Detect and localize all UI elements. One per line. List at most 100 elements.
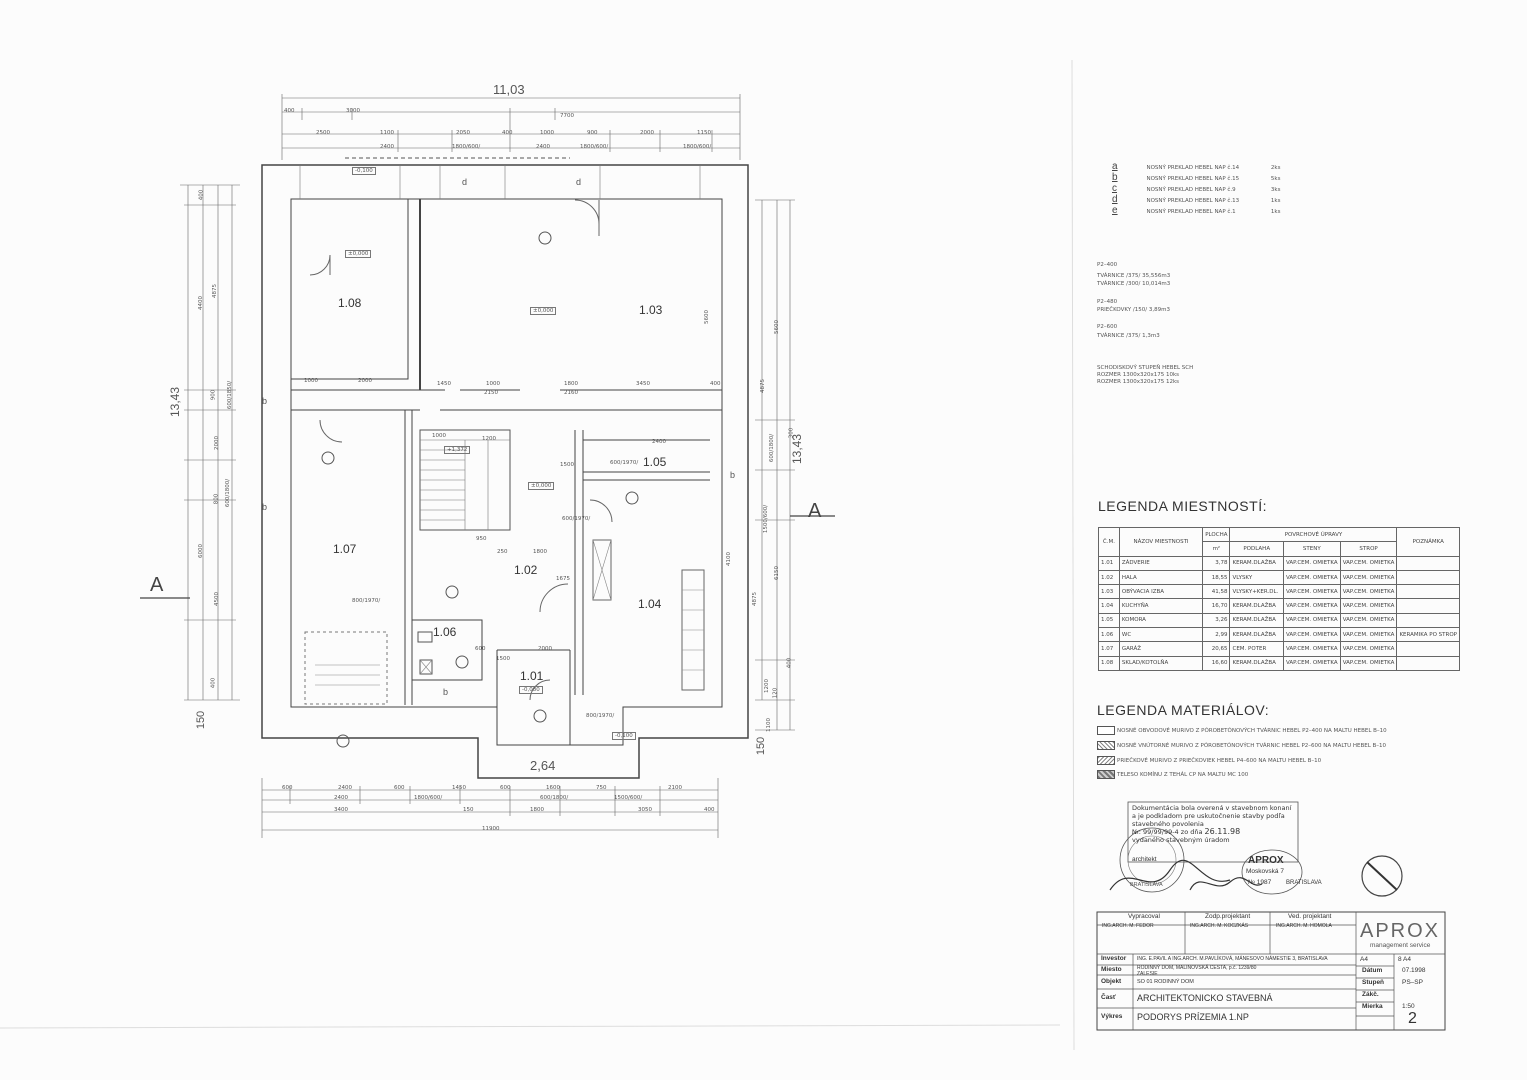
door-swing-101 [529, 679, 551, 701]
top-dim-r1-1: 3000 [346, 108, 360, 114]
cell-cm: 1.05 [1098, 612, 1120, 629]
room-legend-title: LEGENDA MIESTNOSTÍ: [1098, 498, 1267, 514]
cell-ceiling: VAP.CEM. OMIETKA [1339, 641, 1398, 657]
cell-floor: CEM. POTER [1229, 641, 1284, 657]
right-dim-10: 120 [772, 687, 779, 699]
cell-cm: 1.03 [1098, 584, 1120, 600]
cell-floor: KERAM.DLAŽBA [1229, 627, 1284, 643]
table-row: 1.08 SKLAD/KOTOLŇA 16,60 KERAM.DLAŽBA VA… [1098, 655, 1460, 671]
north-arrow [1361, 855, 1403, 897]
level-1: ±0,000 [345, 250, 372, 258]
tb-company-logo: APROX [1360, 920, 1441, 942]
right-dim-3: 5600 [704, 310, 710, 324]
tb-zodp-label: Zodp.projektant [1205, 913, 1251, 920]
right-dim-6: 1500/600/ [763, 504, 770, 534]
tb-ved-name: ING.ARCH. M. HOMOLA [1276, 923, 1332, 929]
bottom-dim-r2-0: 2400 [334, 795, 348, 801]
overall-dim-right: 13,43 [790, 433, 805, 465]
fridge-cross [592, 539, 612, 601]
stamp-seal-no: № 1987 [1248, 879, 1272, 886]
bottom-dim-r1-5: 1600 [546, 785, 560, 791]
cell-walls: VAP.CEM. OMIETKA [1282, 584, 1341, 600]
tb-investor-label: Investor [1101, 955, 1127, 962]
table-row: 1.07 GARÁŽ 20,65 CEM. POTER VAP.CEM. OMI… [1098, 641, 1460, 657]
col-ceiling: STROP [1339, 541, 1398, 557]
material-note: P2–600 [1097, 324, 1118, 330]
int-dim-18: 1500 [496, 656, 510, 662]
cell-note: KERAMIKA PO STROP [1396, 627, 1460, 643]
material-note: ROZMER 1300x320x175 12ks [1097, 379, 1180, 385]
material-note: TVÁRNICE /375/ 35,556m3 [1097, 273, 1171, 279]
table-row: 1.06 WC 2,99 KERAM.DLAŽBA VAP.CEM. OMIET… [1098, 627, 1460, 643]
lintel-mark-2: b [262, 396, 268, 406]
room-106-label: 1.06 [433, 625, 457, 639]
lintel-text: NOSNÝ PREKLAD HEBEL NAP č.9 [1146, 187, 1236, 193]
cell-walls: VAP.CEM. OMIETKA [1282, 655, 1341, 671]
lintel-row: a NOSNÝ PREKLAD HEBEL NAP č.14 2ks [1112, 156, 1280, 174]
left-dim-2: 4875 [212, 284, 218, 298]
stamp-line-1: Dokumentácia bola overená v stavebnom ko… [1132, 804, 1292, 812]
wc-washbasin [417, 631, 433, 643]
tb-stupen-label: Stupeň [1362, 979, 1385, 986]
cell-name: WC [1118, 627, 1204, 643]
outer-wall-inner [290, 198, 723, 746]
bottom-dim-r1-1: 2400 [338, 785, 352, 791]
tb-vykres-value: PODORYS PRÍZEMIA 1.NP [1137, 1012, 1249, 1022]
bottom-dim-r2-2: 600/1800/ [540, 795, 569, 801]
col-floor: PODLAHA [1229, 541, 1284, 557]
light-101 [533, 709, 547, 723]
tb-mierka-value: 1:50 [1402, 1003, 1415, 1010]
right-dim-2: 4875 [760, 379, 766, 393]
room-101-label: 1.01 [520, 669, 544, 683]
tb-vypracoval-label: Vypracoval [1128, 913, 1160, 920]
tb-objekt-value: SO 01 RODINNÝ DOM [1137, 979, 1194, 985]
signature-1 [1109, 859, 1231, 891]
overall-dim-left-bottom: 150 [195, 710, 208, 730]
cell-name: GARÁŽ [1118, 641, 1204, 657]
cell-floor: KERAM.DLAŽBA [1229, 598, 1284, 614]
tb-mierka-label: Mierka [1362, 1003, 1383, 1010]
top-dim-r3-3: 1800/600/ [580, 144, 609, 150]
light-ext [336, 734, 350, 748]
cell-floor: VLYSKY+KER.DL. [1229, 584, 1284, 600]
bottom-dim-r3-0: 3400 [334, 807, 348, 813]
tb-vypracoval-name: ING.ARCH. M. FEDOR [1102, 923, 1154, 929]
top-dim-r2-6: 2000 [640, 130, 654, 136]
lintel-mark: b [1112, 172, 1118, 183]
stamp-box [1127, 801, 1299, 863]
lintel-mark: c [1112, 183, 1117, 194]
bottom-dim-r1-4: 600 [500, 785, 511, 791]
cell-area: 2,99 [1202, 627, 1231, 643]
stamp-line-3: stavebného povolenia [1132, 820, 1204, 828]
int-dim-10: 1200 [482, 436, 496, 442]
left-dim-6: 800 [213, 493, 220, 505]
cell-walls: VAP.CEM. OMIETKA [1282, 627, 1341, 643]
bottom-dim-r1-7: 2100 [668, 785, 682, 791]
top-dim-r2-3: 400 [502, 130, 513, 136]
tb-miesto-label: Miesto [1101, 966, 1122, 973]
swatch-diagonal [1097, 756, 1115, 765]
tb-vykres-label: Výkres [1101, 1013, 1123, 1020]
material-legend-text: PRIEČKOVÉ MURIVO Z PRIEČKOVIEK HEBEL P4–… [1117, 758, 1322, 764]
lintel-text: NOSNÝ PREKLAD HEBEL NAP č.13 [1146, 198, 1240, 204]
level-3: ±0,000 [528, 482, 555, 490]
cell-walls: VAP.CEM. OMIETKA [1282, 555, 1341, 571]
cell-cm: 1.06 [1098, 627, 1120, 643]
cell-note [1396, 655, 1460, 671]
lintel-mark: a [1112, 161, 1118, 172]
tb-cast-value: ARCHITEKTONICKO STAVEBNÁ [1137, 993, 1273, 1003]
cell-floor: KERAM.DLAŽBA [1229, 612, 1284, 629]
left-dim-4: 600/1850/ [227, 380, 234, 410]
cell-floor: VLYSKY [1229, 569, 1284, 586]
lintel-mark: d [1112, 194, 1118, 205]
level-2: ±0,000 [530, 307, 557, 315]
material-note: ROZMER 1300x320x175 10ks [1097, 372, 1180, 378]
swatch-blank [1097, 726, 1115, 735]
int-dim-2: 1450 [437, 381, 451, 387]
door-swing-104 [589, 499, 613, 523]
int-dim-19: 800/1970/ [586, 713, 615, 719]
stamp-line-2: a je podkladom pre uskutočnenie stavby p… [1132, 812, 1285, 820]
cell-name: HALA [1118, 569, 1204, 586]
wc-toilet [455, 655, 469, 669]
fridge-outline [592, 539, 612, 601]
